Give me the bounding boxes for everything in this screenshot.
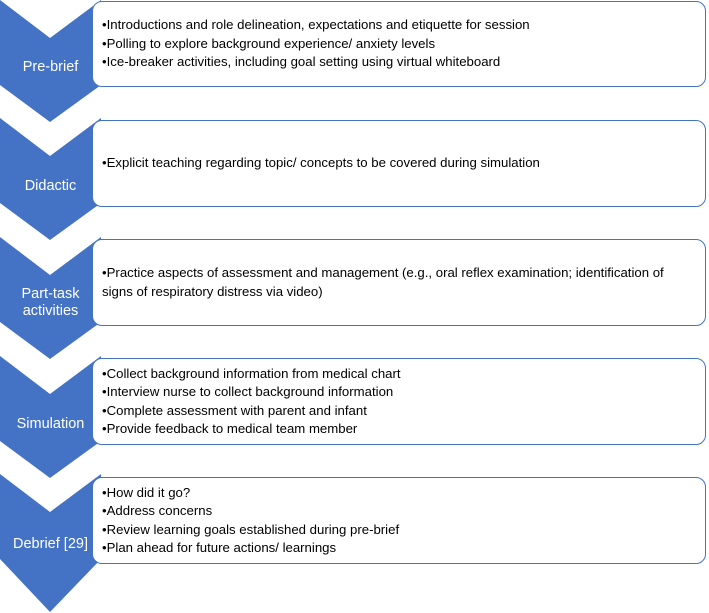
list-item: Review learning goals established during… xyxy=(102,521,695,540)
stage-label-didactic: Didactic xyxy=(24,177,77,194)
list-item: Interview nurse to collect background in… xyxy=(102,383,695,402)
list-item: Plan ahead for future actions/ learnings xyxy=(102,539,695,558)
list-item: Collect background information from medi… xyxy=(102,365,695,384)
stage-box-didactic: Explicit teaching regarding topic/ conce… xyxy=(92,120,706,207)
stage-arrow-part-task xyxy=(0,237,101,359)
stage-box-part-task: Practice aspects of assessment and manag… xyxy=(92,239,706,326)
stage-label-pre-brief: Pre-brief xyxy=(22,58,79,75)
list-item: Practice aspects of assessment and manag… xyxy=(102,264,695,301)
list-item: Provide feedback to medical team member xyxy=(102,420,695,439)
list-item: Ice-breaker activities, including goal s… xyxy=(102,53,695,72)
stage-arrow-pre-brief xyxy=(0,0,101,122)
list-item: Polling to explore background experience… xyxy=(102,35,695,54)
bullet-list: Explicit teaching regarding topic/ conce… xyxy=(102,154,695,173)
stage-box-simulation: Collect background information from medi… xyxy=(92,358,706,445)
list-item: Complete assessment with parent and infa… xyxy=(102,402,695,421)
list-item: Address concerns xyxy=(102,502,695,521)
stage-label-debrief: Debrief [29] xyxy=(13,535,88,552)
stage-arrow-didactic xyxy=(0,118,101,240)
stage-box-debrief: How did it go? Address concerns Review l… xyxy=(92,477,706,564)
stage-arrow-simulation xyxy=(0,356,101,478)
bullet-list: Collect background information from medi… xyxy=(102,365,695,439)
stage-label-simulation: Simulation xyxy=(16,415,85,432)
list-item: Introductions and role delineation, expe… xyxy=(102,16,695,35)
bullet-list: Introductions and role delineation, expe… xyxy=(102,16,695,72)
list-item: Explicit teaching regarding topic/ conce… xyxy=(102,154,695,173)
stage-box-pre-brief: Introductions and role delineation, expe… xyxy=(92,1,706,87)
list-item: How did it go? xyxy=(102,484,695,503)
bullet-list: Practice aspects of assessment and manag… xyxy=(102,264,695,301)
stage-arrow-debrief xyxy=(0,474,101,612)
stage-label-part-task: Part-task activities xyxy=(21,286,80,319)
bullet-list: How did it go? Address concerns Review l… xyxy=(102,484,695,558)
